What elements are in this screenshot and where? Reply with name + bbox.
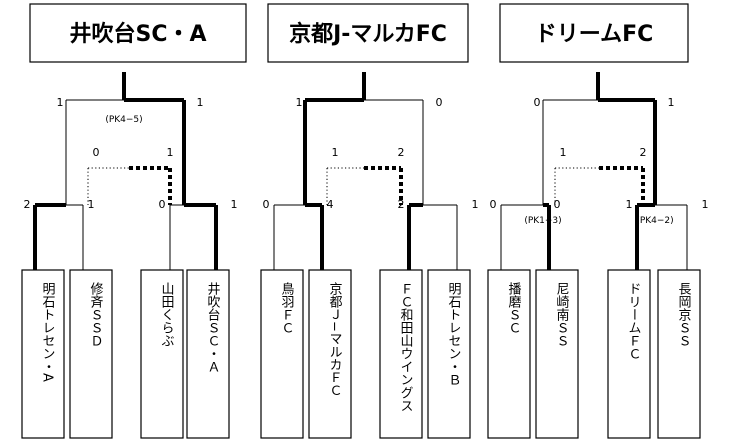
team-name: 明石トレセン・Ｂ (446, 282, 462, 386)
team-box (487, 269, 531, 439)
winner-box (499, 3, 689, 63)
team-box (140, 269, 184, 439)
team-box (69, 269, 113, 439)
semi1-score-right: 4 (327, 198, 334, 211)
third-score-left: 1 (332, 146, 339, 159)
third-score-right: 1 (167, 146, 174, 159)
final-score-right: 1 (197, 96, 204, 109)
final-pk-note: (PK4−5) (105, 115, 142, 125)
semi1-score-right: 1 (88, 198, 95, 211)
semi2-score-left: 1 (626, 198, 633, 211)
team-name: 尼崎南ＳＳ (554, 282, 570, 347)
third-score-left: 0 (93, 146, 100, 159)
winner-name: 井吹台SC・A (69, 21, 206, 47)
team-box (657, 269, 701, 439)
semi1-score-left: 2 (24, 198, 31, 211)
semi2-score-left: 2 (398, 198, 405, 211)
team-name: 山田くらぶ (159, 282, 175, 347)
third-score-right: 2 (398, 146, 405, 159)
team-box (308, 269, 352, 439)
team-box (535, 269, 579, 439)
final-score-right: 0 (436, 96, 443, 109)
bracket-group: 京都J-マルカFC 鳥羽ＦＣ 京都Ｊ−マルカＦＣ ＦＣ和田山ウイングス 明石トレセン・Ｂ… (260, 3, 479, 439)
bracket-group: 井吹台SC・A 明石トレセン・A 修斉ＳＳＤ 山田くらぶ 井吹台ＳＣ・Ａ 1 1 0 1 2 1 0 1… (21, 3, 247, 439)
final-score-right: 1 (668, 96, 675, 109)
winner-box (29, 3, 247, 63)
semi2-score-right: 1 (702, 198, 709, 211)
team-box (607, 269, 651, 439)
semi1-score-left: 0 (490, 198, 497, 211)
team-name: 長岡京ＳＳ (676, 282, 692, 347)
team-name: 京都Ｊ−マルカＦＣ (327, 282, 343, 397)
team-box (379, 269, 423, 439)
semi1-score-right: 0 (554, 198, 561, 211)
semi2-score-right: 1 (231, 198, 238, 211)
semi2-score-right: 1 (472, 198, 479, 211)
third-score-right: 2 (640, 146, 647, 159)
team-box (21, 269, 65, 439)
team-name: 明石トレセン・A (40, 282, 56, 382)
final-score-left: 0 (534, 96, 541, 109)
team-name: 修斉ＳＳＤ (88, 282, 104, 347)
semi1-pk-note: (PK1−3) (524, 216, 561, 226)
team-name: 鳥羽ＦＣ (279, 282, 295, 334)
winner-box (267, 3, 469, 63)
final-score-left: 1 (296, 96, 303, 109)
semi2-pk-note: (PK4−2) (636, 216, 673, 226)
winner-name: ドリームFC (535, 22, 654, 47)
bracket-group: ドリームFC 播磨ＳＣ 尼崎南ＳＳ ドリームＦＣ 長岡京ＳＳ 0 1 1 2 0 0 1 1 (PK1−3… (487, 3, 709, 439)
team-box (186, 269, 230, 439)
winner-name: 京都J-マルカFC (289, 21, 447, 47)
team-name: ドリームＦＣ (626, 282, 641, 360)
semi2-score-left: 0 (159, 198, 166, 211)
third-score-left: 1 (560, 146, 567, 159)
semi1-score-left: 0 (263, 198, 270, 211)
final-score-left: 1 (57, 96, 64, 109)
team-name: 井吹台ＳＣ・Ａ (205, 282, 221, 373)
team-box (427, 269, 471, 439)
team-box (260, 269, 304, 439)
team-name: 播磨ＳＣ (506, 282, 522, 334)
team-name: ＦＣ和田山ウイングス (398, 282, 414, 412)
